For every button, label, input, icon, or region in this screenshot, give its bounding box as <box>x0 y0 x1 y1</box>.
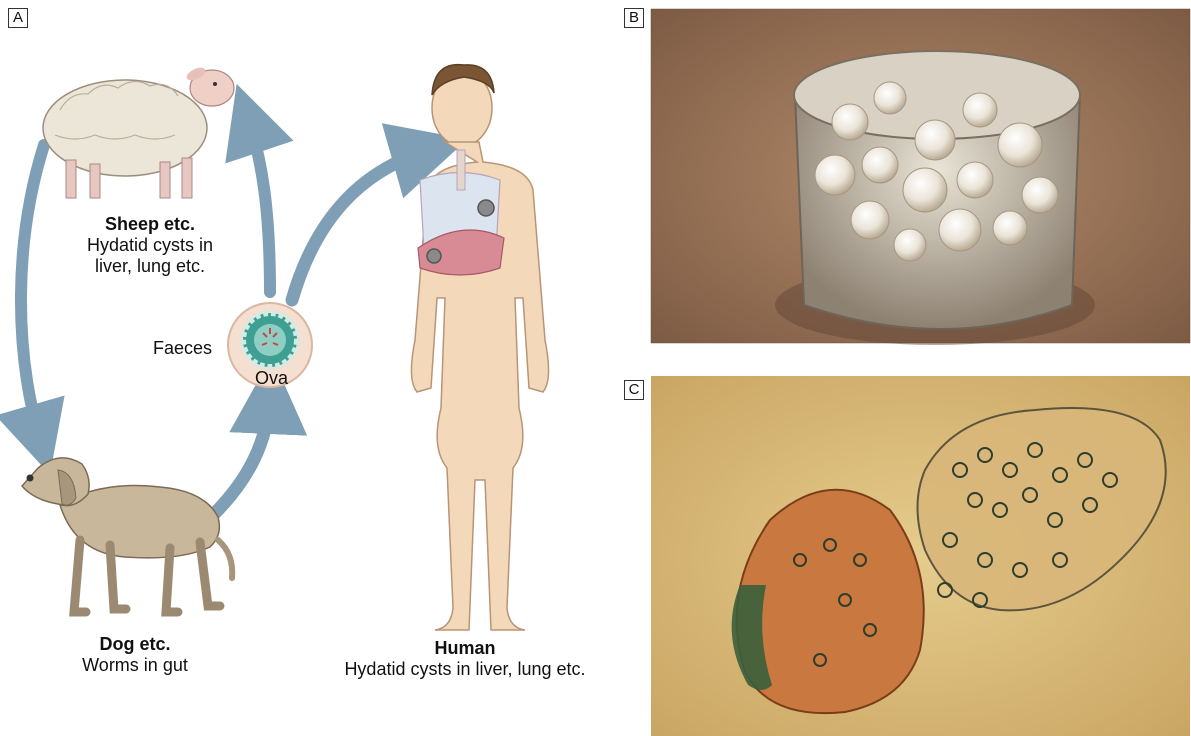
human-title: Human <box>310 638 620 659</box>
dog-caption: Dog etc. Worms in gut <box>50 634 220 676</box>
human-desc-line1: Hydatid cysts in liver, lung etc. <box>310 659 620 680</box>
sheep-desc-line1: Hydatid cysts in <box>50 235 250 256</box>
dog-desc-line1: Worms in gut <box>50 655 220 676</box>
arrow-ova-to-human <box>292 150 430 300</box>
sheep-caption: Sheep etc. Hydatid cysts in liver, lung … <box>50 214 250 277</box>
protoscolex-micrograph <box>651 376 1190 736</box>
sheep-illustration <box>43 65 234 198</box>
cycle-arrows <box>21 118 430 520</box>
ova-label: Ova <box>255 368 288 389</box>
arrow-ova-to-sheep <box>248 118 270 292</box>
jar-photo <box>651 9 1190 345</box>
dog-illustration <box>22 458 232 612</box>
dog-title: Dog etc. <box>50 634 220 655</box>
sheep-title: Sheep etc. <box>50 214 250 235</box>
arrow-dog-to-ova <box>208 395 270 520</box>
sheep-desc-line2: liver, lung etc. <box>50 256 250 277</box>
arrow-sheep-to-dog <box>21 145 44 440</box>
faeces-label: Faeces <box>153 338 212 359</box>
human-caption: Human Hydatid cysts in liver, lung etc. <box>310 638 620 680</box>
